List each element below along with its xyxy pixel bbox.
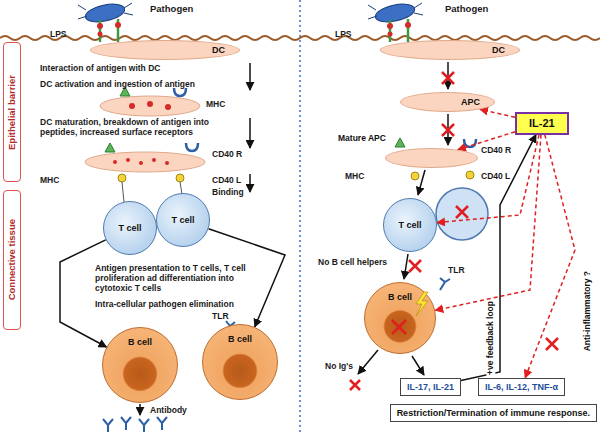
epithelial-wave <box>0 36 600 40</box>
node-text: DC <box>492 45 505 55</box>
annotation-label: Antibody <box>150 406 187 416</box>
t-cell: T cell <box>103 201 157 255</box>
node-text: B cell <box>228 334 252 344</box>
annotation-label: CD40 L <box>481 172 510 182</box>
node-text: B cell <box>128 337 152 347</box>
node-text: Connective tissue <box>7 219 18 300</box>
annotation-label: No Ig's <box>325 362 353 372</box>
annotation-label: TLR <box>448 266 465 276</box>
dendritic-cell: DC <box>380 40 520 60</box>
cytokine-box: IL-21 <box>515 112 569 135</box>
annotation-label: Pathogen <box>150 4 193 15</box>
annotation-label: Antigen presentation to T cells, T cell … <box>95 264 255 293</box>
pathogen-bacterium <box>78 1 423 25</box>
b-cell: B cell <box>364 282 436 354</box>
annotation-label: LPS <box>50 30 67 40</box>
edge-label: +ve feedback loop <box>486 300 495 376</box>
cytokine-box: IL-6, IL-12, TNF-α <box>478 378 565 396</box>
t-cell-shape <box>436 188 488 240</box>
dendritic-cell: DC <box>90 40 240 60</box>
lps-receptor <box>100 19 408 42</box>
annotation-label: MHC <box>206 100 225 110</box>
node-text: Mature APC <box>338 134 386 144</box>
step-arrow <box>140 62 448 415</box>
annotation-label: MHC <box>345 172 364 182</box>
mature-apc-cell: Mature APC <box>385 148 478 168</box>
inhibition-arrow <box>437 135 539 223</box>
node-text: DC <box>212 45 225 55</box>
node-text: B cell <box>388 292 412 302</box>
edge-label: Anti-inflammatory ? <box>583 270 592 352</box>
annotation-label: CD40 L <box>212 176 241 186</box>
lps-dot <box>97 22 411 37</box>
annotation-label: Interaction of antigen with DC <box>40 64 160 74</box>
outcome-box: Restriction/Termination of immune respon… <box>390 404 597 422</box>
node-text: Epithelial barrier <box>7 75 18 150</box>
node-text: IL-21 <box>529 117 555 130</box>
annotation-label: Intra-cellular pathogen elimination <box>95 300 255 310</box>
inhibition-arrow <box>525 135 575 378</box>
b-cell: B cell <box>202 324 278 400</box>
flow-arrow <box>60 240 107 347</box>
annotation-label: DC activation and ingestion of antigen <box>40 80 195 90</box>
annotation-label: MHC <box>40 176 59 186</box>
annotation-label: Binding <box>212 188 244 198</box>
b-cell: B cell <box>102 327 178 403</box>
node-text: Restriction/Termination of immune respon… <box>397 408 590 418</box>
annotation-label: Pathogen <box>445 4 488 15</box>
annotation-label: DC maturation, breakdown of antigen into… <box>40 118 240 138</box>
region-band: Epithelial barrier <box>3 42 21 182</box>
node-text: T cell <box>398 220 421 230</box>
annotation-label: No B cell helpers <box>318 258 387 268</box>
antibody <box>103 417 167 432</box>
node-text: T cell <box>171 215 194 225</box>
node-text: T cell <box>118 223 141 233</box>
t-cell: T cell <box>156 193 210 247</box>
cytokine-box: IL-17, IL-21 <box>400 378 461 396</box>
node-text: IL-17, IL-21 <box>407 382 454 392</box>
annotation-label: CD40 R <box>481 146 511 156</box>
annotation-label: CD40 R <box>212 150 242 160</box>
annotation-label: LPS <box>335 30 352 40</box>
node-text: IL-6, IL-12, TNF-α <box>485 382 558 392</box>
t-cell: T cell <box>383 198 437 252</box>
node-text: APC <box>461 97 480 107</box>
panel-divider <box>299 0 301 435</box>
apc-cell: APC <box>400 92 495 112</box>
epithelial-line <box>0 36 600 40</box>
annotation-label: TLR <box>212 312 229 322</box>
region-band: Connective tissue <box>3 190 21 330</box>
inhibition-arrow <box>480 109 515 117</box>
flow-arrow <box>461 135 536 381</box>
